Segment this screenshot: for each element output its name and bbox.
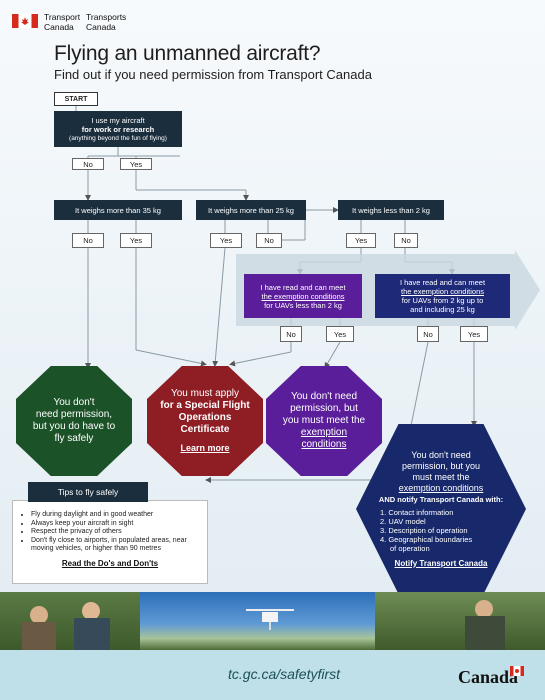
footer-band [0,650,545,700]
wordmark-flag-icon [510,666,524,676]
answer-no-35kg: No [72,233,104,248]
question-small-uav-conditions: I have read and can meet the exemption c… [244,274,362,318]
drone-icon [246,609,294,630]
question-over-25kg: It weighs more than 25 kg [196,200,306,220]
answer-yes-small: Yes [326,326,354,342]
question-under-2kg: It weighs less than 2 kg [338,200,444,220]
outcome-mid-exemption-notify: You don't need permission, but you must … [356,424,526,594]
answer-yes-35kg: Yes [120,233,152,248]
outcome-sfoc: You must apply for a Special Flight Oper… [147,366,263,476]
tip-item: Fly during daylight and in good weather [31,511,199,520]
page-subtitle: Find out if you need permission from Tra… [54,67,372,82]
answer-no-mid: No [417,326,439,342]
canada-wordmark: Canada [458,667,519,687]
canada-flag-icon [12,14,38,28]
tips-panel: Fly during daylight and in good weather … [12,500,208,584]
photo-people [0,592,140,650]
photo-drone-sky [140,592,375,650]
learn-more-link[interactable]: Learn more [180,443,230,453]
outcome-small-exemption: You don't need permission, but you must … [266,366,382,476]
tip-item: Respect the privacy of others [31,528,199,537]
answer-no-25kg: No [256,233,282,248]
dos-and-donts-link[interactable]: Read the Do's and Don'ts [61,558,159,568]
answer-no-work: No [72,158,104,170]
notify-transport-canada-link[interactable]: Notify Transport Canada [394,558,488,568]
tips-title: Tips to fly safely [28,482,148,502]
photo-pilot [375,592,545,650]
answer-no-small: No [280,326,302,342]
tip-item: Don't fly close to airports, in populate… [31,537,199,554]
question-over-35kg: It weighs more than 35 kg [54,200,182,220]
answer-no-2kg: No [394,233,418,248]
answer-yes-mid: Yes [460,326,488,342]
footer-url[interactable]: tc.gc.ca/safetyfirst [228,666,341,682]
outcome-no-permission: You don't need permission, but you do ha… [16,366,132,476]
answer-yes-work: Yes [120,158,152,170]
start-box: START [54,92,98,106]
photo-strip [0,592,545,650]
question-work-use: I use my aircraft for work or research (… [54,111,182,147]
answer-yes-25kg: Yes [210,233,242,248]
answer-yes-2kg: Yes [346,233,376,248]
tip-item: Always keep your aircraft in sight [31,520,199,529]
page-title: Flying an unmanned aircraft? [54,42,321,65]
question-mid-uav-conditions: I have read and can meet the exemption c… [375,274,510,318]
